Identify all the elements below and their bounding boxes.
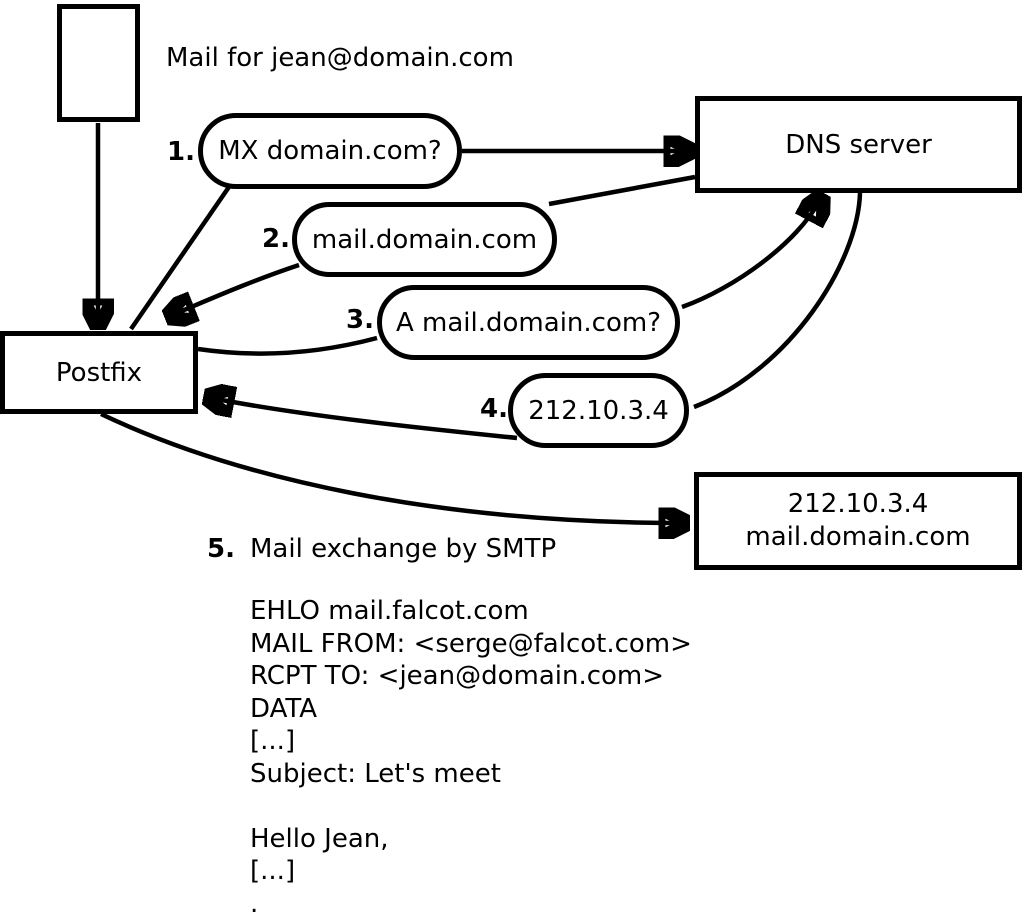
arrow-query3-to-dns — [681, 200, 820, 310]
postfix-box: Postfix — [0, 331, 198, 414]
bubble-mx-query: MX domain.com? — [198, 113, 462, 189]
envelope-icon — [57, 4, 140, 122]
step-5-label: Mail exchange by SMTP — [250, 534, 557, 564]
bubble-mx-query-label: MX domain.com? — [218, 136, 442, 166]
line-dns-to-answer2 — [548, 174, 696, 207]
bubble-mx-answer: mail.domain.com — [292, 202, 557, 277]
bubble-mx-answer-label: mail.domain.com — [311, 224, 538, 255]
bubble-a-answer-label: 212.10.3.4 — [528, 395, 669, 426]
step-5-number: 5. — [207, 534, 235, 564]
arrow-answer2-to-postfix — [172, 262, 300, 315]
step-1-number: 1. — [167, 137, 195, 167]
arrow-postfix-to-mailserver — [100, 411, 682, 523]
step-4-number: 4. — [480, 394, 508, 424]
smtp-session-text: EHLO mail.falcot.com MAIL FROM: <serge@f… — [250, 596, 692, 919]
mail-server-ip: 212.10.3.4 — [787, 489, 929, 519]
dns-server-label: DNS server — [785, 129, 932, 160]
arrow-answer4-to-postfix — [211, 398, 518, 441]
step-2-number: 2. — [262, 224, 290, 254]
mail-for-label: Mail for jean@domain.com — [166, 43, 514, 73]
line-postfix-to-query1 — [129, 182, 233, 331]
bubble-a-query-label: A mail.domain.com? — [396, 307, 661, 338]
bubble-a-answer: 212.10.3.4 — [508, 373, 689, 448]
mail-server-box: 212.10.3.4 mail.domain.com — [694, 472, 1022, 570]
line-postfix-to-query3 — [197, 335, 378, 356]
postfix-label: Postfix — [55, 357, 143, 388]
mail-server-hostname: mail.domain.com — [745, 522, 971, 552]
step-3-number: 3. — [346, 305, 374, 335]
line-dns-to-answer4 — [693, 192, 863, 410]
dns-server-box: DNS server — [695, 96, 1022, 193]
bubble-a-query: A mail.domain.com? — [377, 285, 680, 360]
